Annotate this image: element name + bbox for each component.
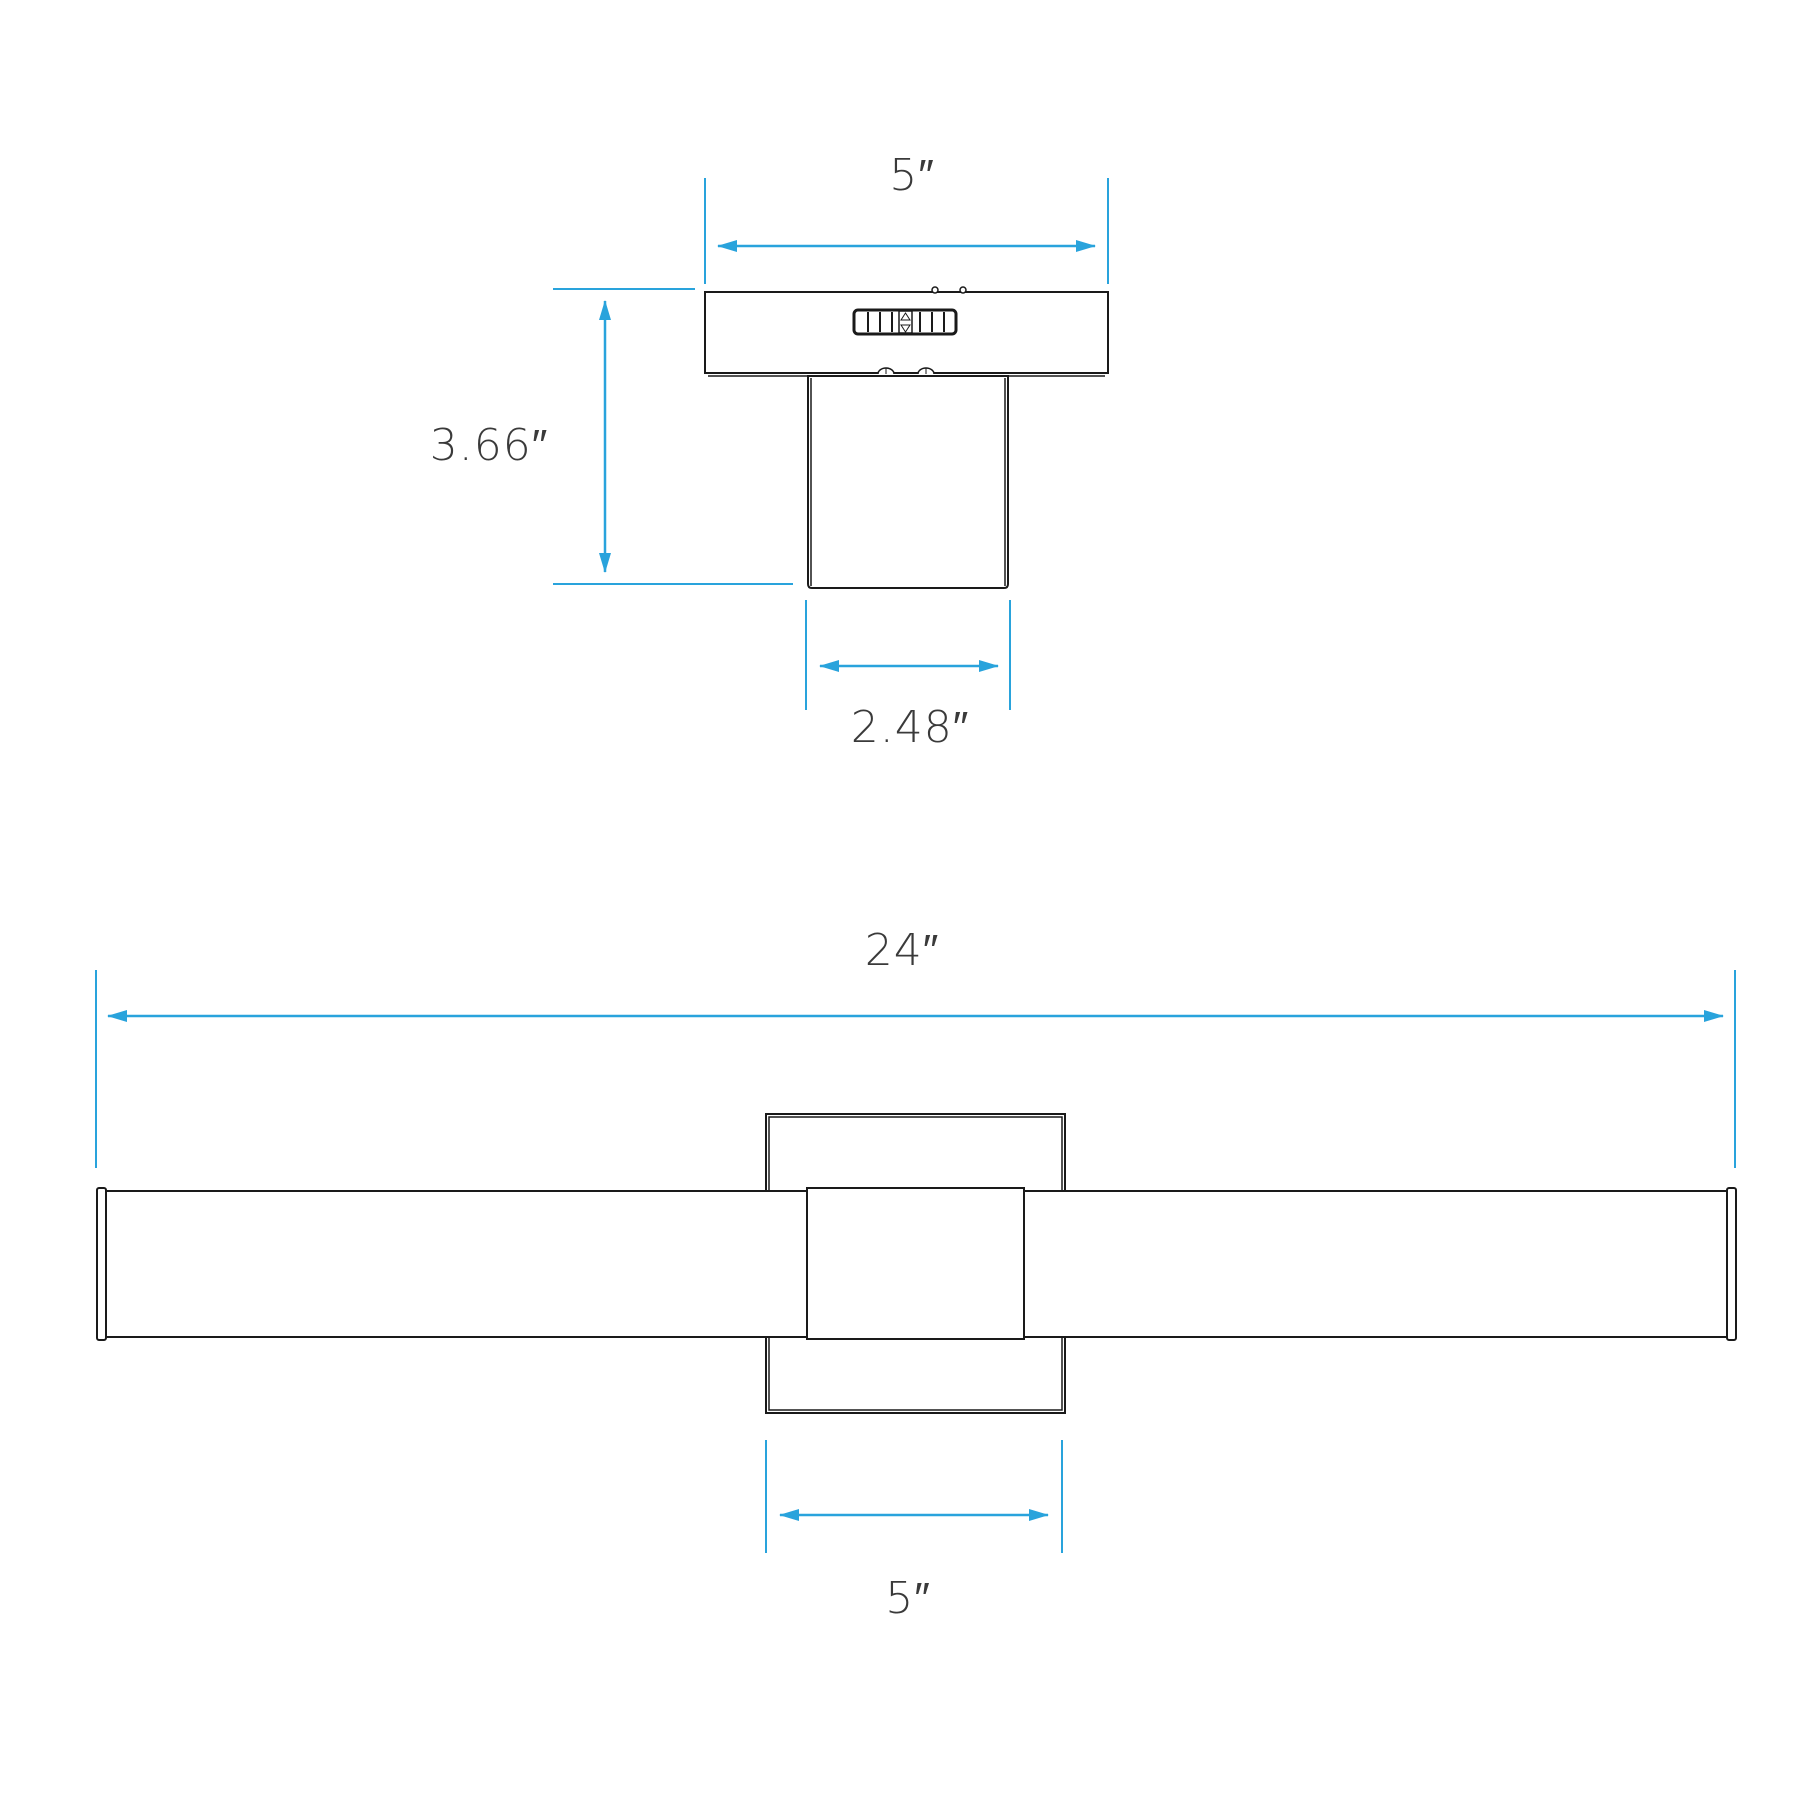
backplate-width-dimension: 5″ xyxy=(765,1440,1063,1624)
end-cap-left xyxy=(96,1187,107,1341)
end-cap-right xyxy=(1726,1187,1737,1341)
top-screw-right xyxy=(959,286,967,294)
side-width-label: 5″ xyxy=(889,150,935,201)
front-view: 24″ 5″ xyxy=(95,925,1737,1624)
center-block xyxy=(806,1187,1025,1340)
top-screw-left xyxy=(931,286,939,294)
side-view: 5″ xyxy=(430,150,1109,753)
front-length-label: 24″ xyxy=(865,925,940,976)
wall-plate xyxy=(704,286,1109,377)
dimmer-switch-icon xyxy=(852,308,958,336)
front-length-dimension: 24″ xyxy=(95,925,1736,1168)
side-height-dimension: 3.66″ xyxy=(430,288,793,585)
side-height-label: 3.66″ xyxy=(430,420,549,471)
backplate-width-label: 5″ xyxy=(885,1573,931,1624)
fixture-arm xyxy=(807,375,1009,589)
arm-width-dimension: 2.48″ xyxy=(805,600,1011,753)
mounting-screws xyxy=(877,367,935,375)
fixture-arm-body xyxy=(807,375,1009,589)
side-width-dimension: 5″ xyxy=(704,150,1109,284)
arm-width-label: 2.48″ xyxy=(851,702,970,753)
